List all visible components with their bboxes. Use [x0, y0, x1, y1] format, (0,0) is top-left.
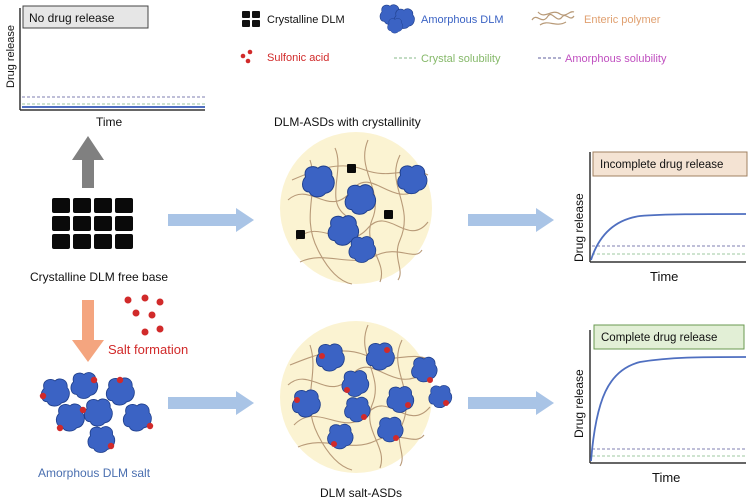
gray-up-arrow	[72, 136, 104, 188]
sulfonic-acid-dots	[124, 294, 164, 336]
amorphous-salt-label: Amorphous DLM salt	[38, 466, 151, 480]
x-axis-label: Time	[96, 115, 123, 129]
x-axis-label: Time	[652, 470, 680, 485]
panel-title: Incomplete drug release	[600, 159, 723, 171]
legend-amorphous-label: Amorphous DLM	[421, 14, 504, 26]
salt-formation-label: Salt formation	[108, 342, 188, 357]
panel-title-box	[22, 5, 149, 29]
no-release-panel: No drug release Drug release Time	[5, 5, 205, 129]
blue-arrow-top-left	[168, 208, 254, 232]
incomplete-release-panel: Incomplete drug release Drug release Tim…	[572, 151, 748, 284]
crystalline-dlm-grid	[52, 198, 133, 249]
legend-amorphous-sol-label: Amorphous solubility	[565, 53, 667, 65]
sulfonic-acid-legend-icon	[240, 49, 253, 64]
salt-asds-label: DLM salt-ASDs	[320, 486, 402, 500]
legend-enteric-label: Enteric polymer	[584, 14, 661, 26]
legend: Crystalline DLM Amorphous DLM Enteric po…	[240, 4, 667, 65]
amorphous-dlm-legend-icon	[379, 4, 415, 34]
y-axis-label: Drug release	[572, 369, 586, 438]
y-axis-label: Drug release	[572, 193, 586, 262]
blue-arrow-top-right	[468, 208, 554, 232]
release-curve	[590, 213, 747, 261]
salmon-down-arrow	[72, 300, 104, 362]
release-curve	[590, 356, 747, 462]
legend-sulfonic-label: Sulfonic acid	[267, 52, 329, 64]
panel-title-box	[593, 324, 745, 350]
enteric-polymer-legend-icon	[531, 11, 575, 26]
legend-crystal-sol-label: Crystal solubility	[421, 53, 501, 65]
salt-asd-particle	[280, 321, 453, 473]
blue-arrow-bottom-left	[168, 391, 254, 415]
panel-title: No drug release	[29, 11, 115, 25]
x-axis-label: Time	[650, 269, 678, 284]
complete-release-panel: Complete drug release Drug release Time	[572, 324, 747, 485]
legend-crystalline-label: Crystalline DLM	[267, 14, 345, 26]
asd-crystallinity-particle	[280, 132, 432, 285]
crystalline-dlm-legend-icon	[242, 11, 260, 27]
asd-crystallinity-label: DLM-ASDs with crystallinity	[274, 115, 421, 129]
panel-title: Complete drug release	[601, 332, 717, 344]
y-axis-label: Drug release	[5, 25, 17, 88]
amorphous-salt-cluster	[39, 372, 154, 454]
free-base-label: Crystalline DLM free base	[30, 270, 168, 284]
panel-title-box	[592, 151, 748, 177]
blue-arrow-bottom-right	[468, 391, 554, 415]
